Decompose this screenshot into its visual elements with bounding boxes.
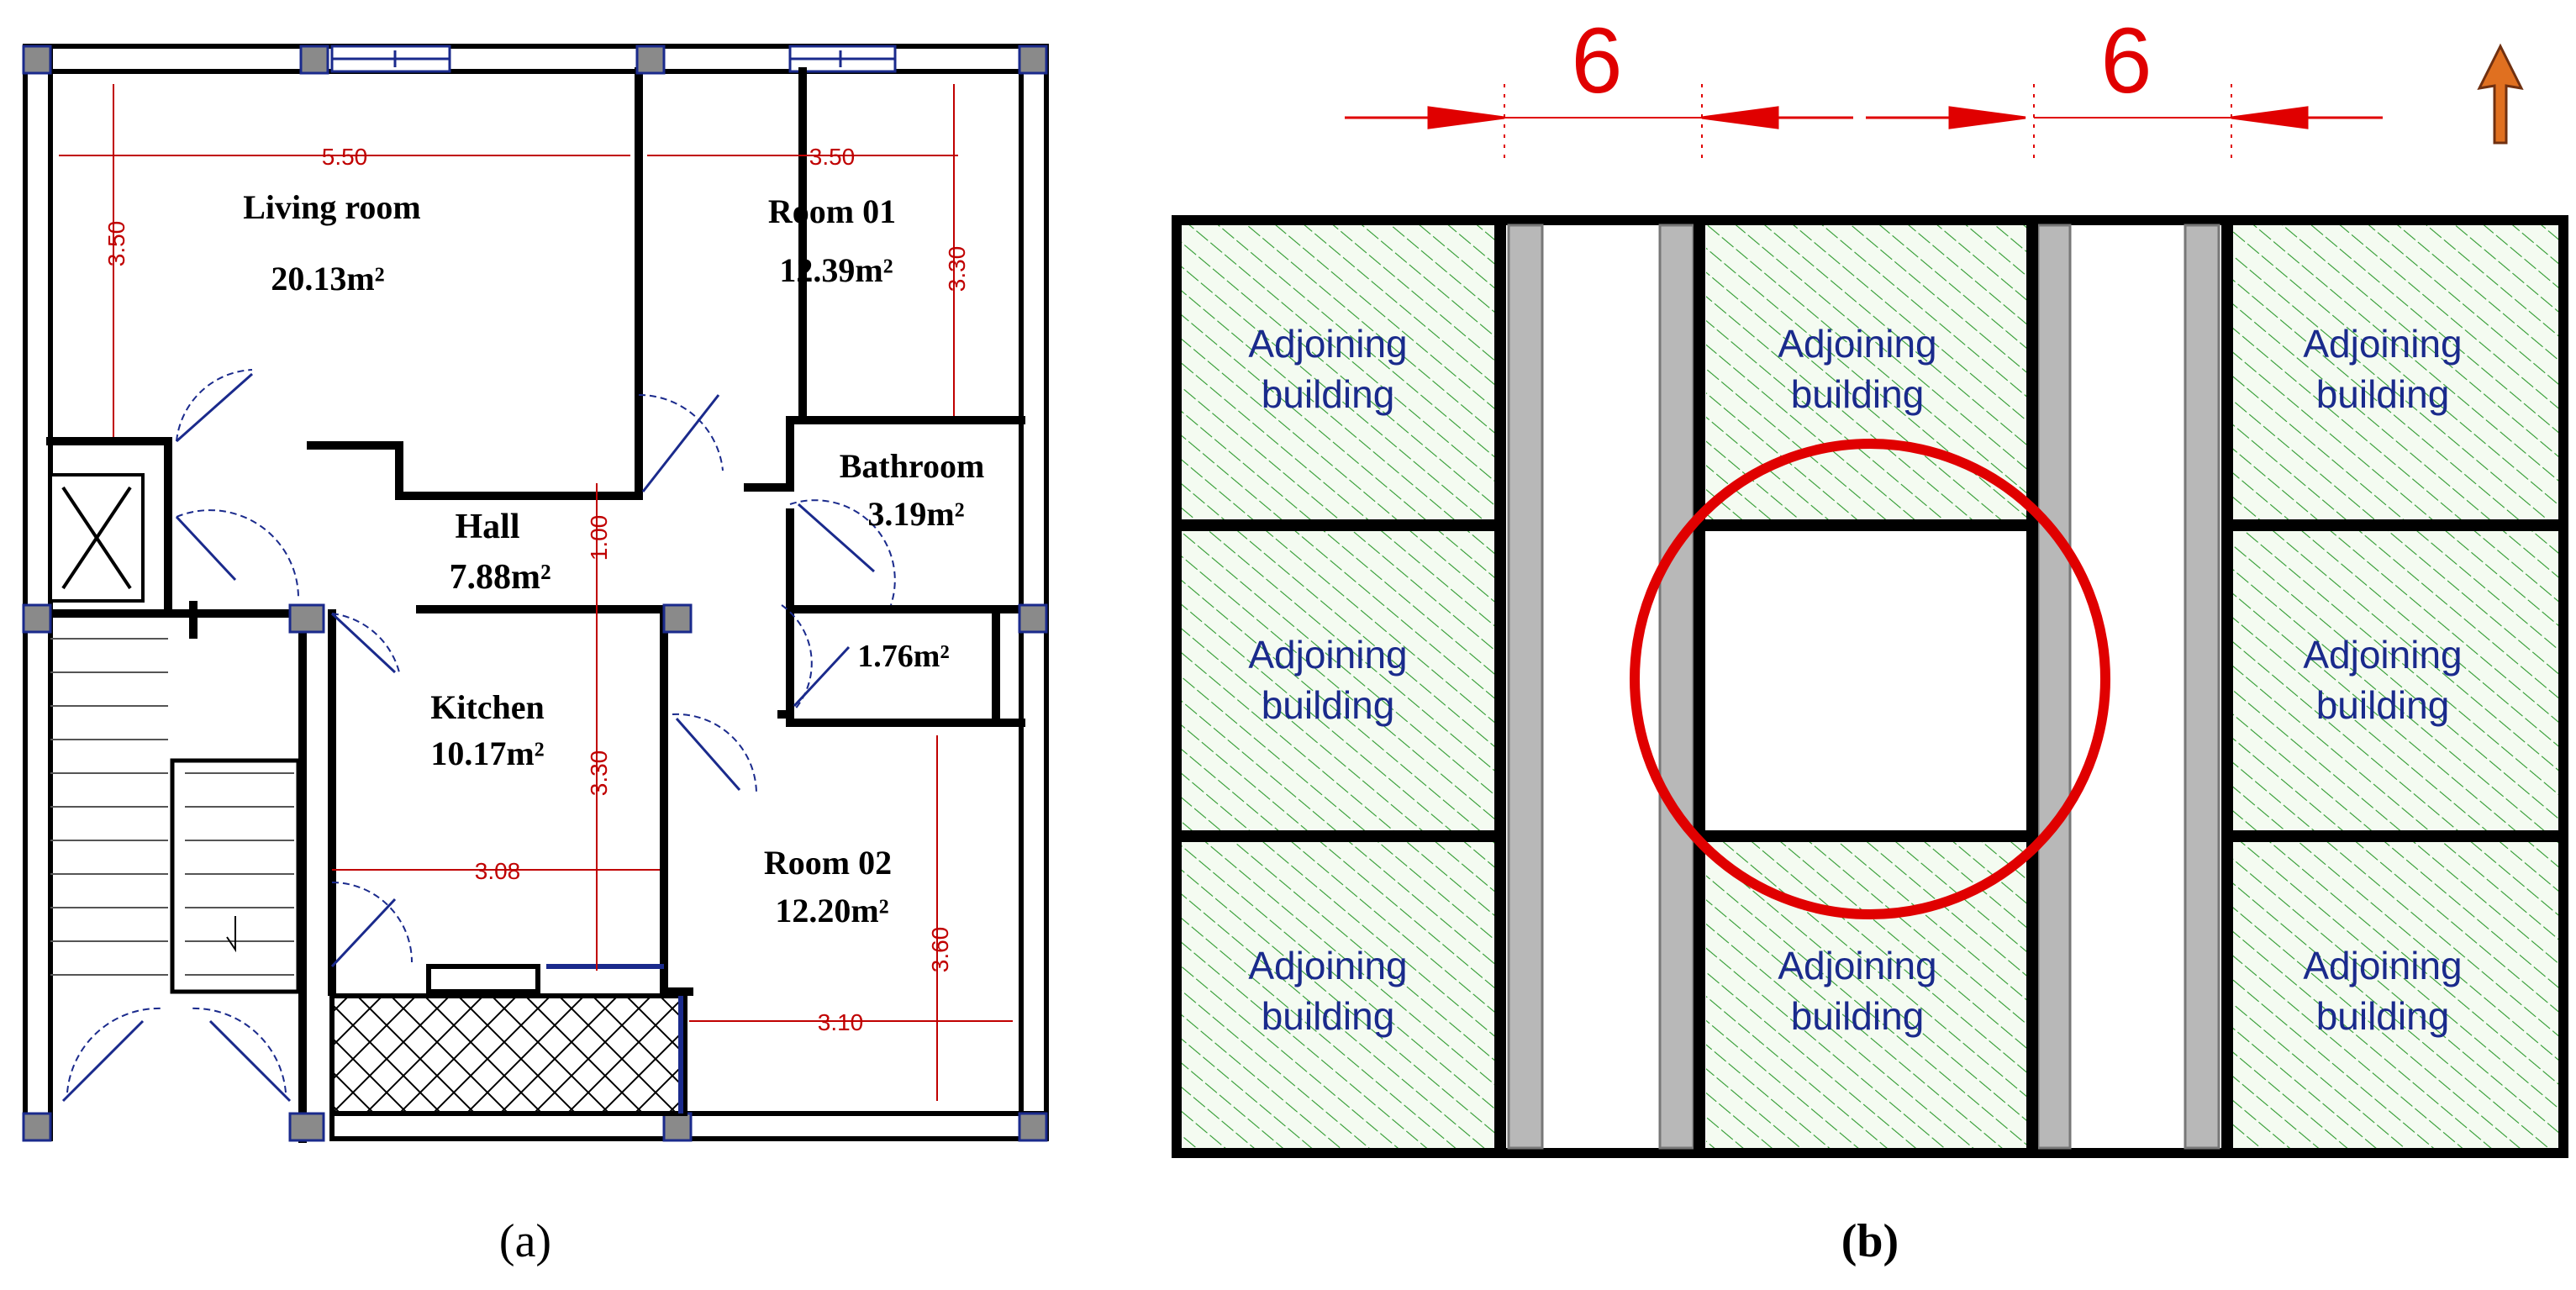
columns: [22, 45, 1048, 1142]
street-width-left: 6: [1571, 9, 1622, 113]
room02-area: 12.20m²: [775, 892, 888, 929]
selected-plot-circle: [1630, 439, 2110, 919]
building-label: building: [1262, 372, 1395, 416]
building-label: building: [1262, 683, 1395, 727]
dim-living-width: 5.50: [322, 144, 368, 170]
building-label: building: [1791, 994, 1925, 1038]
building-label: Adjoining: [1248, 322, 1407, 366]
dim-living-height: 3.50: [103, 221, 129, 267]
interior-walls: [46, 67, 1025, 1143]
top-windows: [330, 45, 897, 73]
kitchen-name: Kitchen: [430, 688, 545, 726]
shaft: [49, 473, 145, 603]
building-labels: Adjoining building Adjoining building Ad…: [1248, 322, 2462, 1038]
dim-room01-width: 3.50: [809, 144, 856, 170]
hall-name: Hall: [455, 508, 519, 546]
storage-area: 1.76m²: [857, 639, 950, 674]
bathroom-area: 3.19m²: [867, 495, 964, 533]
building-label: Adjoining: [2303, 944, 2462, 987]
building-label: building: [2316, 994, 2450, 1038]
building-label: Adjoining: [1778, 322, 1936, 366]
dim-room02-height: 3.60: [927, 927, 953, 973]
bathroom-name: Bathroom: [840, 447, 985, 485]
building-label: Adjoining: [1248, 633, 1407, 677]
balcony-ledge: [426, 964, 540, 994]
building-label: building: [2316, 372, 2450, 416]
panel-b-caption: (b): [1841, 1215, 1899, 1267]
street-width-right: 6: [2100, 9, 2152, 113]
room01-area: 12.39m²: [779, 251, 893, 289]
door-swings: [61, 369, 896, 1103]
block-lines: [1177, 220, 2563, 1153]
dim-kitchen-width: 3.08: [475, 858, 521, 884]
dim-room01-height: 3.30: [944, 246, 970, 292]
panel-a-caption: (a): [499, 1215, 551, 1267]
north-arrow-icon: [2477, 43, 2524, 145]
dim-room02-width: 3.10: [818, 1009, 864, 1035]
living-room-name: Living room: [243, 188, 421, 226]
room02-name: Room 02: [764, 844, 892, 882]
building-label: Adjoining: [1248, 944, 1407, 987]
building-label: building: [1791, 372, 1925, 416]
kitchen-area: 10.17m²: [430, 735, 544, 772]
adjoining-blocks: [1182, 225, 2558, 1148]
dim-kitchen-height: 3.30: [586, 750, 612, 797]
room01-name: Room 01: [768, 192, 896, 230]
hall-area: 7.88m²: [449, 558, 550, 597]
balcony-hatched: [329, 993, 687, 1116]
building-label: Adjoining: [2303, 633, 2462, 677]
panel-a-floor-plan: 5.50 3.50 3.50 3.30 1.00 3.30 3.08 3.60 …: [22, 44, 1049, 1267]
staircase: [50, 638, 301, 994]
building-label: Adjoining: [1778, 944, 1936, 987]
panel-b-site-plan: 6 6: [1172, 9, 2568, 1267]
street-dimension-arrows: [1345, 84, 2383, 160]
building-label: Adjoining: [2303, 322, 2462, 366]
building-label: building: [2316, 683, 2450, 727]
dimension-lines: [59, 84, 1013, 1101]
dim-hall-height: 1.00: [586, 515, 612, 561]
living-room-area: 20.13m²: [271, 260, 384, 297]
building-label: building: [1262, 994, 1395, 1038]
sidewalks: [1507, 224, 2220, 1150]
